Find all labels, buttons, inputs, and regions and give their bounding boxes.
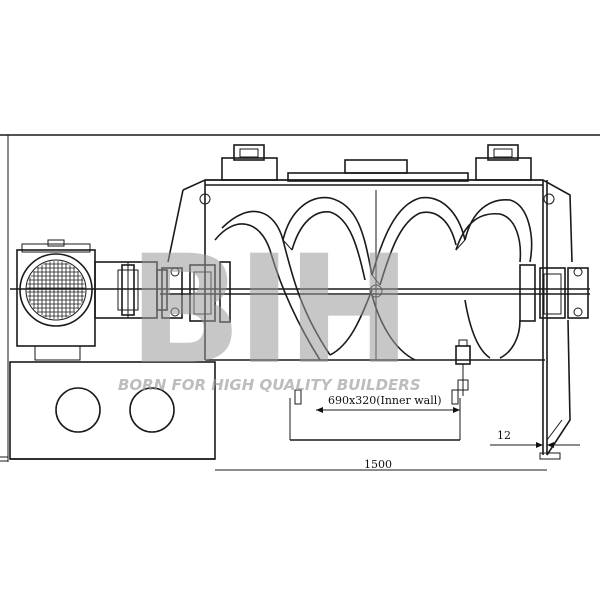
feed-port-right [475, 144, 532, 181]
left-bearing-support [161, 261, 231, 323]
inner-wall-label: 690x320(Inner wall) [328, 394, 442, 407]
bih-watermark: BIH BORN FOR HIGH QUALITY BUILDERS [118, 224, 421, 398]
base-hole-right [129, 387, 175, 433]
discharge-valve [455, 339, 471, 396]
gear-motor [16, 239, 96, 361]
motor-base [9, 361, 216, 460]
wall-thickness-label: 12 [497, 429, 511, 442]
mixer-trough [167, 179, 573, 460]
feed-port-left [221, 144, 278, 181]
frame-edge [0, 134, 600, 462]
dimension-inner-wall: 690x320(Inner wall) [316, 394, 460, 413]
right-bearing-support [519, 264, 589, 322]
feed-port-center [287, 159, 469, 182]
dimension-overall-length: 1500 [215, 458, 547, 471]
ribbon-agitator [214, 190, 533, 361]
watermark-slogan: BORN FOR HIGH QUALITY BUILDERS [118, 376, 421, 394]
motor-cooling-fins [27, 261, 85, 319]
overall-length-label: 1500 [364, 458, 392, 471]
watermark-letters: BIH [128, 224, 406, 398]
base-hole-left [55, 387, 101, 433]
dimension-wall-thickness: 12 [490, 429, 580, 448]
